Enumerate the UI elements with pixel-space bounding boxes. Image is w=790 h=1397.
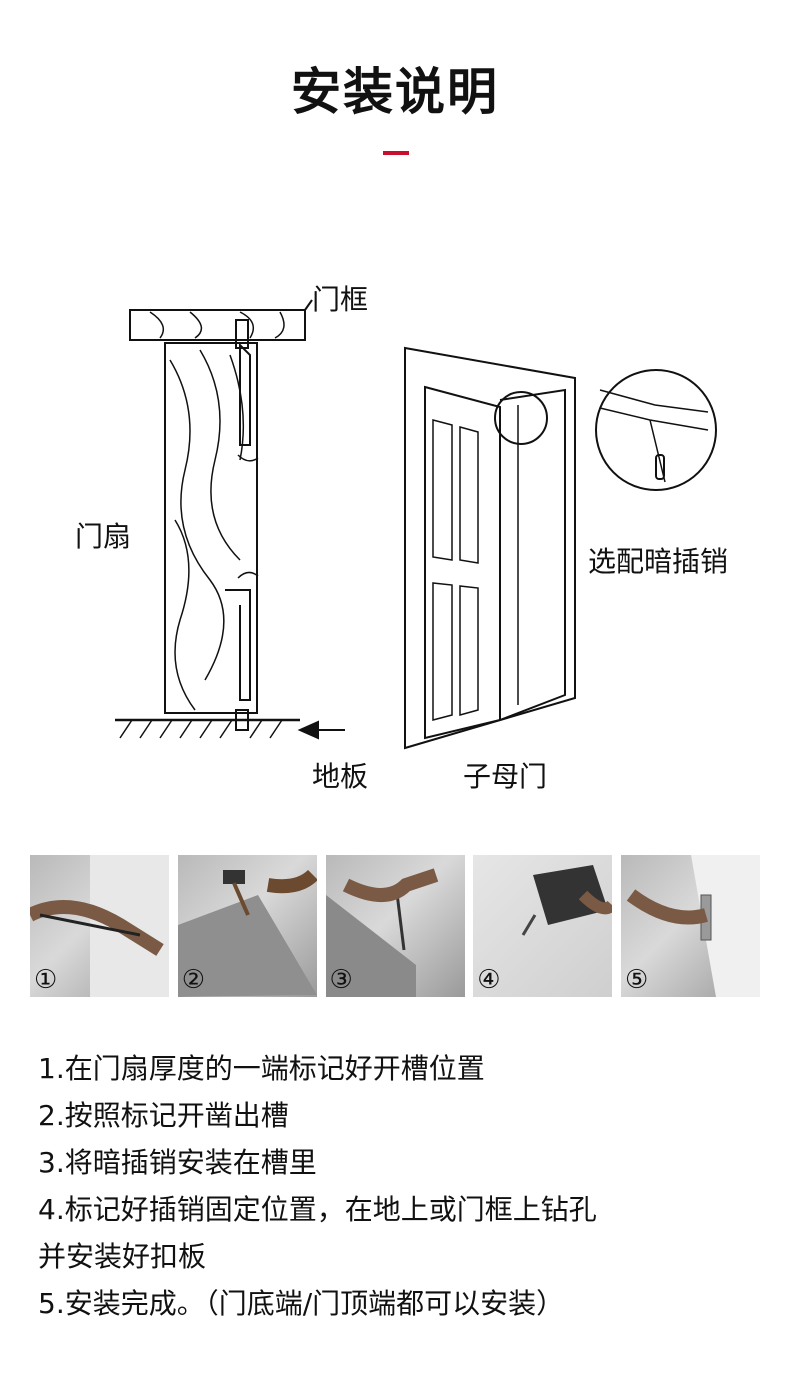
step-number-2: ②	[181, 965, 206, 995]
drilling-illustration	[521, 865, 613, 936]
instruction-line: 5.安装完成。（门底端/门顶端都可以安装）	[38, 1287, 565, 1320]
title-accent-bar	[383, 151, 409, 155]
step-number-4: ④	[477, 965, 501, 995]
step-photo-strip: ① ② ③ ④ ⑤	[30, 855, 760, 997]
step-number-1: ①	[34, 965, 58, 995]
instruction-line: 3.将暗插销安装在槽里	[38, 1146, 317, 1179]
door-frame-beam	[129, 309, 306, 341]
chiseling-illustration	[177, 869, 317, 997]
instruction-list: 1.在门扇厚度的一端标记好开槽位置 2.按照标记开凿出槽 3.将暗插销安装在槽里…	[38, 1045, 758, 1327]
label-double-door: 子母门	[463, 760, 548, 793]
detail-circle-small	[494, 391, 548, 445]
completed-illustration	[626, 855, 760, 997]
installing-illustration	[325, 868, 438, 997]
door-leaf	[164, 342, 258, 714]
step-photo-4: ④	[473, 855, 613, 997]
step-photo-1: ①	[30, 855, 169, 997]
marking-illustration	[30, 855, 169, 997]
instruction-line: 1.在门扇厚度的一端标记好开槽位置	[38, 1052, 485, 1085]
step-number-3: ③	[329, 965, 353, 995]
installation-diagram: 门框 门扇 地板 子母门 选配暗插销	[0, 260, 790, 820]
double-door-frame	[404, 346, 576, 750]
label-door-leaf: 门扇	[75, 520, 132, 553]
step-number-5: ⑤	[625, 965, 649, 995]
instruction-line: 4.标记好插销固定位置，在地上或门框上钻孔	[38, 1193, 597, 1226]
instruction-line: 并安装好扣板	[38, 1240, 207, 1273]
instruction-line: 2.按照标记开凿出槽	[38, 1099, 289, 1132]
diagram-drawing	[115, 299, 717, 750]
label-optional-bolt: 选配暗插销	[588, 545, 729, 578]
label-door-frame: 门框	[312, 283, 369, 316]
page-title: 安装说明	[291, 63, 499, 121]
step-photo-2: ②	[177, 855, 317, 997]
detail-magnifier-circle	[595, 369, 717, 491]
step-photo-5: ⑤	[621, 855, 760, 997]
label-floor: 地板	[312, 760, 369, 793]
step-photo-3: ③	[325, 855, 465, 997]
